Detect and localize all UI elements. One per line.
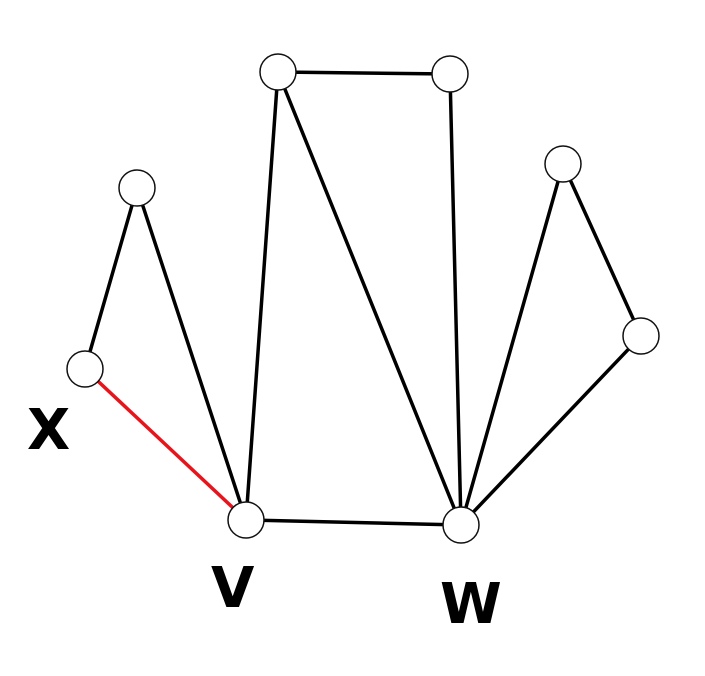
edge-b-c (276, 70, 452, 76)
edge-w-e (459, 334, 643, 527)
edge-b-w (276, 70, 463, 527)
labels-layer: X V W (27, 398, 502, 637)
edge-a-v (135, 186, 248, 522)
edges-layer (83, 70, 643, 527)
label-v: V (211, 556, 255, 621)
edge-w-d (459, 162, 565, 527)
edge-c-w (448, 72, 463, 527)
nodes-layer (66, 53, 660, 544)
node-d (544, 145, 582, 183)
edge-v-b (244, 70, 280, 522)
node-w (442, 506, 480, 544)
node-e (622, 317, 660, 355)
edge-d-e (561, 162, 643, 338)
edge-x-v-highlighted (83, 367, 248, 522)
edge-x-a (83, 186, 139, 371)
node-v (227, 501, 265, 539)
node-a (118, 169, 156, 207)
label-x: X (27, 398, 70, 463)
edge-v-w (244, 518, 463, 527)
label-w: W (440, 572, 502, 637)
node-b (259, 53, 297, 91)
node-c (431, 55, 469, 93)
node-x (66, 350, 104, 388)
